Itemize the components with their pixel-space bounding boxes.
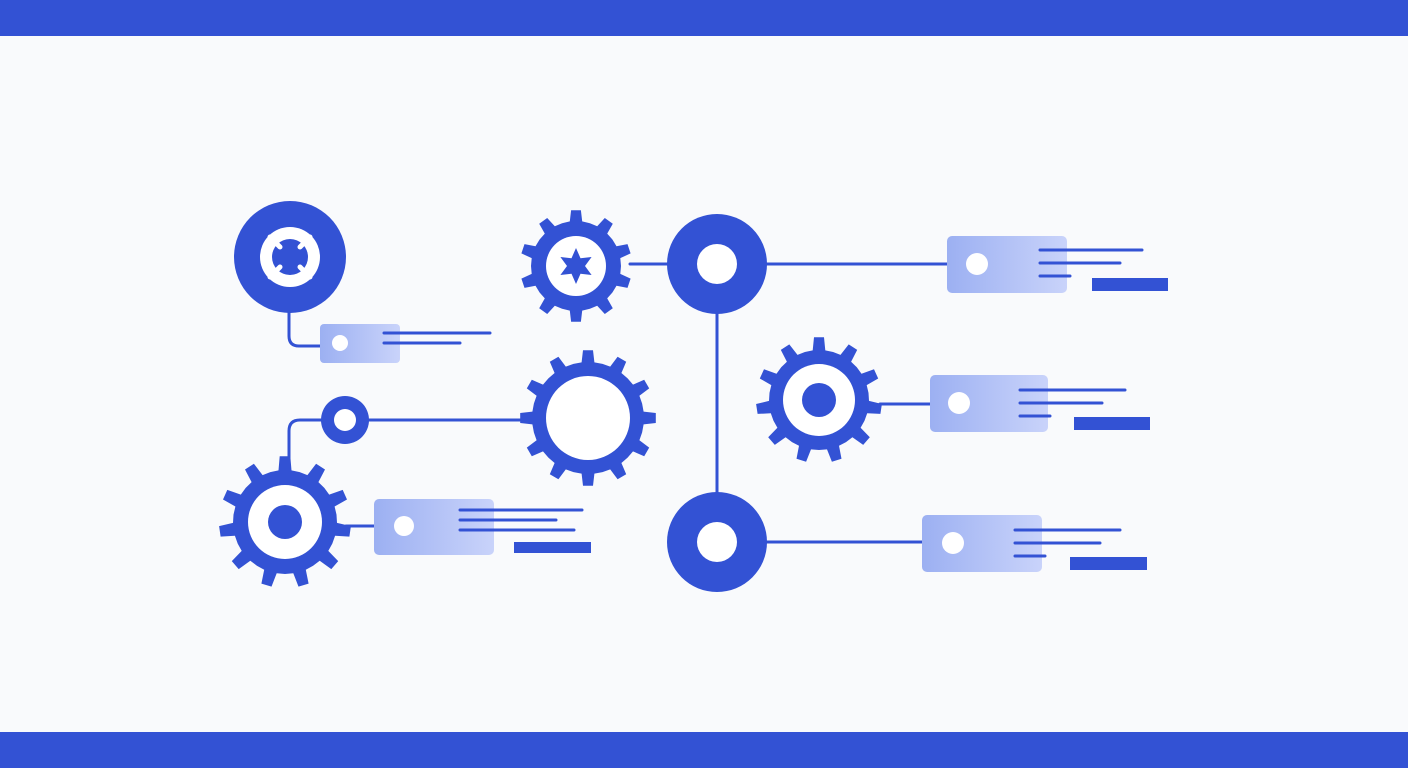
accent-bar <box>1070 557 1147 570</box>
text-lines <box>1018 388 1127 418</box>
dot-icon <box>394 516 414 536</box>
card-right-3[interactable] <box>922 515 1147 572</box>
star-icon <box>560 248 592 284</box>
text-lines <box>458 508 584 532</box>
dot-icon <box>948 392 970 414</box>
gear-icon <box>756 337 882 462</box>
text-lines <box>1013 528 1122 558</box>
connector-target-to-card <box>287 310 324 348</box>
ring-icon <box>321 396 369 444</box>
gear-icon <box>219 456 351 587</box>
accent-bar <box>1074 417 1150 430</box>
accent-bar <box>1092 278 1168 291</box>
gear-hub <box>802 383 836 417</box>
dot-icon <box>332 335 348 351</box>
card-bottom-left[interactable] <box>374 499 591 555</box>
accent-bar <box>514 542 591 553</box>
gear-hole <box>546 376 630 460</box>
card-right-2[interactable] <box>930 375 1150 432</box>
dot-icon <box>942 532 964 554</box>
text-lines <box>382 331 492 345</box>
bottom-band <box>0 732 1408 768</box>
ring-icon <box>667 214 767 314</box>
dot-icon <box>966 253 988 275</box>
text-lines <box>1038 248 1144 278</box>
card-right-1[interactable] <box>947 236 1168 293</box>
connectors <box>287 262 950 544</box>
gear-icon <box>520 350 656 486</box>
target-icon <box>234 201 346 313</box>
star-shape <box>560 248 592 284</box>
card-top-left[interactable] <box>320 324 492 363</box>
top-band <box>0 0 1408 36</box>
connector-junction-to-gear-left <box>287 418 325 464</box>
gear-hub <box>268 505 302 539</box>
ring-icon <box>667 492 767 592</box>
